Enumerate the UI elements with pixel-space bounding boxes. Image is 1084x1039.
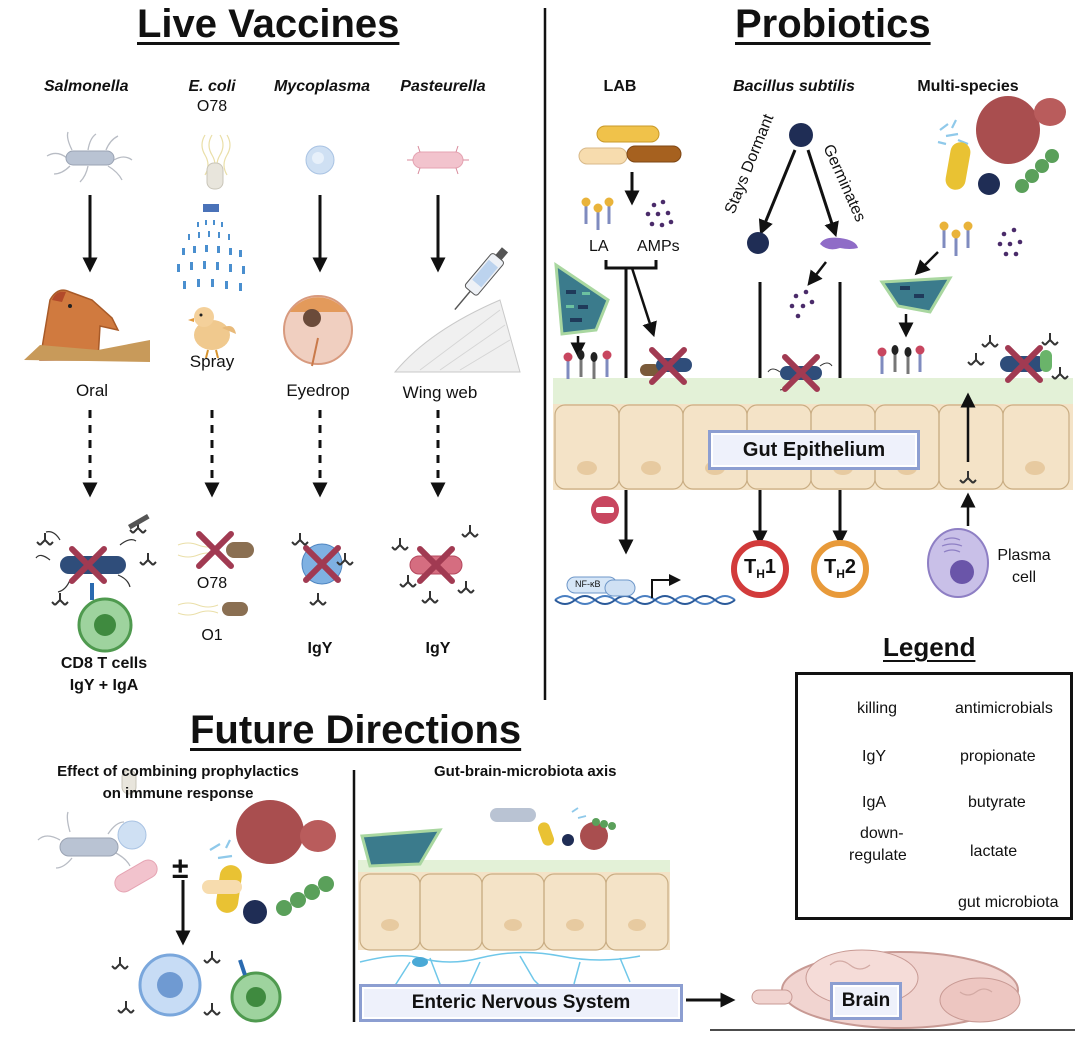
multi-species-icon [937,96,1066,195]
route-eyedrop: Eyedrop [286,381,350,400]
pasteurella-icon [407,145,469,175]
combining-title-1: Effect of combining prophylactics [57,763,299,780]
neuron-body [412,957,428,967]
dna-icon [554,574,736,605]
legend-box [795,672,1073,920]
gut-microbiota-right [879,276,953,314]
outcome-ecoli-o78: O78 [196,575,228,592]
group-lab: LAB [603,78,637,95]
downregulate-icon-probiotics [591,496,619,524]
th1-label: TH1 [744,556,777,581]
legend-down: down- [860,825,904,842]
lab-bacteria-icon [578,125,682,165]
dormant-spore-icon [747,232,769,254]
legend-igy: IgY [862,748,887,765]
plasma-label-2: cell [1011,569,1037,586]
group-multi-species: Multi-species [917,78,1019,95]
bacillus-killed-pathogen [767,357,833,390]
bacillus-spore-icon [789,123,813,147]
brain-label: Brain [830,982,902,1020]
ens-label: Enteric Nervous System [359,984,683,1022]
gut-brain-epithelium-graphic [358,807,670,951]
th2-cell [811,540,869,598]
mycoplasma-outcome-graphic [291,532,354,606]
combining-title-2: on immune response [102,785,254,802]
plus-minus-symbol: ± [172,852,189,885]
bacillus-antimicrobials [789,289,815,319]
legend-propionate: propionate [960,748,1036,765]
antimicrobial-dots [645,199,674,228]
label-amps: AMPs [637,238,680,255]
route-oral: Oral [75,381,109,400]
legend-butyrate: butyrate [968,794,1026,811]
group-bacillus: Bacillus subtilis [733,78,855,95]
multi-antimicrobials [997,227,1023,257]
multi-lactate [938,220,974,258]
legend-title: Legend [883,632,976,662]
multi-killed-pathogen [967,332,1069,380]
pathogen-ecoli: E. coli [188,78,236,95]
germinating-cell-icon [820,237,858,250]
axis-title: Gut-brain-microbiota axis [434,763,617,780]
plasma-label-1: Plasma [997,547,1051,564]
plasma-cell-icon [927,528,989,598]
salmonella-icon [46,131,133,183]
pathogen-salmonella: Salmonella [44,78,129,95]
future-directions-title: Future Directions [190,708,522,752]
lactate-icons [580,196,615,232]
th2-label: TH2 [824,556,857,581]
probiotics-title: Probiotics [735,2,931,46]
combined-prophylactics-pathogens [37,769,158,893]
mycoplasma-icon [305,145,335,175]
salmonella-outcome-graphic [35,514,157,653]
pathogen-pasteurella: Pasteurella [400,78,486,95]
outcome-ecoli-o1: O1 [201,627,223,644]
gut-microbiota-left [554,262,610,336]
lab-killed-pathogen [640,350,692,382]
outcome-pasteurella: IgY [425,640,451,657]
live-vaccines-title: Live Vaccines [137,2,400,46]
th1-cell [731,540,789,598]
pathogen-mycoplasma: Mycoplasma [273,78,371,95]
chick-icon [188,307,236,359]
lab-scfa [562,348,613,381]
route-wing-web: Wing web [402,383,478,402]
label-la: LA [589,238,609,255]
pasteurella-outcome-graphic [391,524,479,604]
ecoli-icon [201,134,231,190]
outcome-mycoplasma: IgY [307,640,333,657]
legend-antimicrobials: antimicrobials [955,700,1053,717]
eye-icon [283,295,353,367]
legend-gut-microbiota: gut microbiota [958,894,1059,911]
outcome-salmonella-2: IgY + IgA [69,677,139,694]
wing-syringe-icon [393,247,521,373]
ecoli-outcome-graphic [177,534,254,616]
multi-scfa [876,343,926,376]
legend-lactate: lactate [970,843,1018,860]
route-spray: Spray [189,352,235,371]
chicken-head-icon [24,289,150,362]
legend-killing: killing [857,700,898,717]
legend-iga: IgA [862,794,887,811]
spray-icon [177,204,245,291]
combined-immune-cells [111,950,282,1023]
legend-regulate: regulate [849,847,907,864]
combined-prophylactics-probiotics [202,800,336,924]
gut-epithelium-label: Gut Epithelium [708,430,920,470]
outcome-salmonella-1: CD8 T cells [60,655,148,672]
ecoli-strain: O78 [196,98,228,115]
nfkb-label: NF-κB [575,579,601,589]
